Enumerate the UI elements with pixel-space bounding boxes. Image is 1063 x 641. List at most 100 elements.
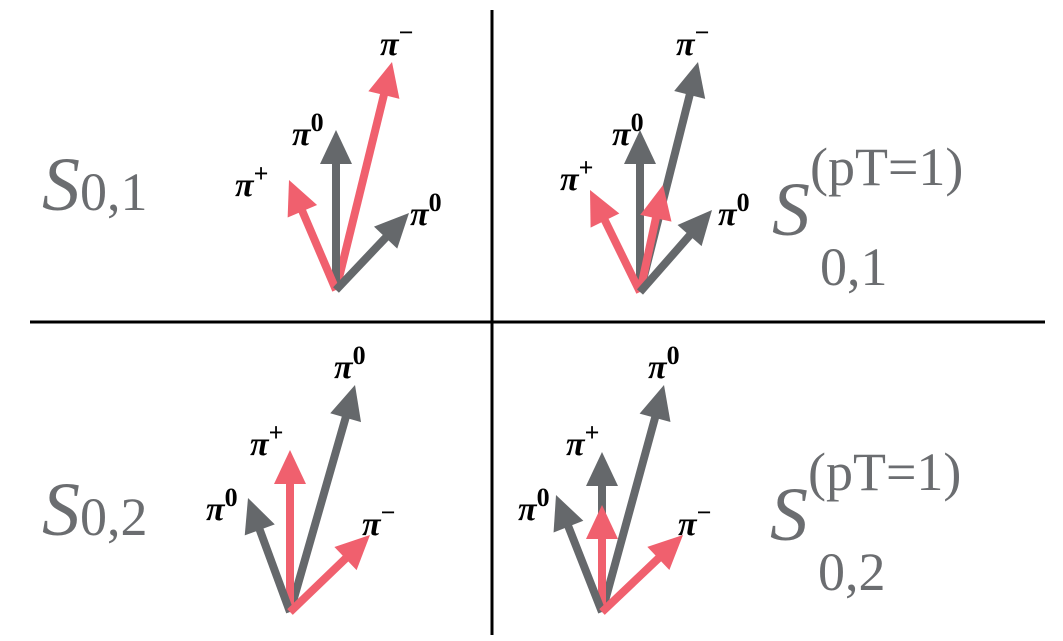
particle-label: π0 — [334, 341, 366, 386]
particle-charge: 0 — [429, 188, 442, 217]
arrow-shaft — [287, 554, 350, 615]
particle-label: π0 — [612, 108, 644, 153]
arrow-neutral-1 — [598, 385, 671, 614]
label-subscript: 0,1 — [80, 162, 148, 222]
arrow-head — [586, 505, 618, 539]
arrow-head — [244, 498, 275, 536]
arrow-charged-4 — [636, 185, 672, 293]
particle-label: π− — [380, 18, 413, 63]
particle-label: π+ — [250, 418, 283, 463]
panel-label: S(pT=1) 0,2 — [770, 442, 961, 602]
particle-symbol: π — [612, 116, 632, 153]
arrow-charged-3 — [287, 180, 340, 292]
arrow-neutral-1 — [286, 385, 362, 614]
label-subscript: 0,2 — [818, 542, 886, 602]
particle-label: π0 — [292, 108, 324, 153]
panel-label: S(pT=1) 0,1 — [772, 137, 963, 297]
arrow-head — [320, 130, 352, 164]
arrow-shaft — [297, 207, 340, 292]
particle-symbol: π — [560, 161, 580, 198]
particle-label: π+ — [566, 418, 599, 463]
particle-charge: − — [697, 498, 712, 527]
particle-charge: 0 — [353, 341, 366, 370]
arrow-charged-1 — [332, 62, 400, 291]
label-superscript: (pT=1) — [808, 442, 961, 502]
particle-label: π0 — [518, 483, 550, 528]
particle-symbol: π — [235, 167, 255, 204]
label-subscript: 0,1 — [820, 237, 888, 297]
arrow-neutral-4 — [333, 213, 409, 293]
arrow-head — [624, 130, 656, 164]
particle-symbol: π — [566, 426, 586, 463]
particle-symbol: π — [678, 506, 698, 543]
particle-symbol: π — [380, 26, 400, 63]
particle-label: π0 — [718, 188, 750, 233]
arrow-head — [647, 535, 683, 571]
particle-charge: 0 — [311, 108, 324, 137]
arrow-head — [586, 452, 618, 486]
panel-label: S0,2 — [42, 468, 148, 552]
particle-symbol: π — [676, 26, 696, 63]
arrow-head — [373, 213, 409, 249]
arrow-shaft — [333, 233, 390, 293]
arrow-charged-4 — [287, 535, 370, 615]
arrow-charged-5 — [599, 535, 683, 615]
particle-charge: + — [269, 418, 284, 447]
particle-symbol: π — [648, 349, 668, 386]
particle-symbol: π — [518, 491, 538, 528]
particle-charge: 0 — [225, 483, 238, 512]
arrow-charged-3 — [586, 505, 618, 612]
particle-label: π0 — [410, 188, 442, 233]
panel-4: π0π+π0π−S(pT=1)0,2 — [518, 341, 961, 615]
label-subscript: 0,2 — [80, 487, 148, 547]
particle-label: π+ — [560, 153, 593, 198]
particle-symbol: π — [334, 349, 354, 386]
arrow-neutral-2 — [320, 130, 352, 290]
arrow-head — [677, 210, 712, 247]
arrow-neutral-5 — [636, 210, 712, 295]
particle-charge: + — [579, 153, 594, 182]
particle-symbol: π — [362, 506, 382, 543]
particle-label: π− — [678, 498, 711, 543]
arrow-head — [334, 535, 370, 571]
particle-symbol: π — [410, 196, 430, 233]
arrow-head — [274, 450, 306, 484]
particle-charge: − — [381, 498, 396, 527]
particle-charge: − — [399, 18, 414, 47]
particle-charge: + — [585, 418, 600, 447]
arrow-charged-2 — [274, 450, 306, 612]
particle-charge: + — [254, 159, 269, 188]
arrow-head — [553, 495, 584, 533]
arrow-shaft — [255, 526, 294, 614]
particle-charge: − — [695, 18, 710, 47]
arrow-head — [674, 62, 706, 99]
label-main: S — [772, 168, 810, 252]
particle-charge: 0 — [737, 188, 750, 217]
arrow-shaft — [636, 231, 694, 295]
particle-charge: 0 — [667, 341, 680, 370]
particle-symbol: π — [250, 426, 270, 463]
arrow-head — [639, 385, 671, 423]
particle-symbol: π — [206, 491, 226, 528]
particle-charge: 0 — [631, 108, 644, 137]
particle-label: π0 — [648, 341, 680, 386]
particle-symbol: π — [718, 196, 738, 233]
particle-label: π0 — [206, 483, 238, 528]
arrow-shaft — [636, 215, 661, 293]
label-superscript: (pT=1) — [810, 137, 963, 197]
arrow-head — [590, 190, 620, 228]
arrow-shaft — [286, 414, 351, 614]
panel-3: π0π+π0π−S0,2 — [42, 341, 395, 615]
arrow-neutral-3 — [244, 498, 294, 614]
panel-label: S0,1 — [42, 143, 148, 227]
arrow-shaft — [599, 554, 663, 615]
arrow-head — [287, 180, 318, 218]
label-main: S — [42, 143, 80, 227]
arrow-shaft — [332, 92, 389, 291]
particle-label: π− — [362, 498, 395, 543]
label-main: S — [770, 473, 808, 557]
